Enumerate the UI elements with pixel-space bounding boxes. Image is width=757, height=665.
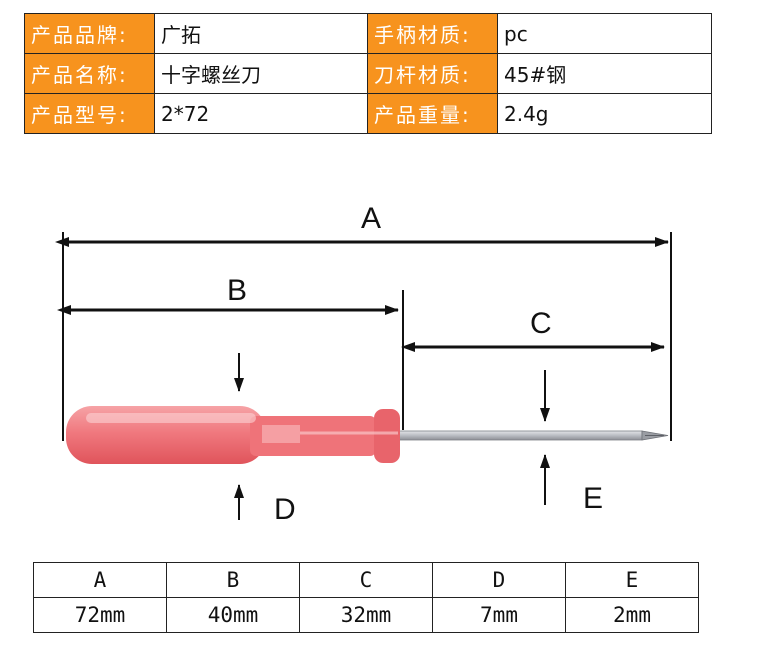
dimension-header-c: C [299, 562, 433, 598]
spec-value-handle-material: pc [497, 13, 712, 54]
dimension-header-e: E [565, 562, 699, 598]
spec-value-weight: 2.4g [497, 93, 712, 134]
dimension-label-e: E [583, 482, 603, 515]
screwdriver-handle [66, 406, 400, 464]
spec-row-name: 产品名称: 十字螺丝刀 刀杆材质: 45#钢 [24, 53, 712, 94]
spec-value-model: 2*72 [154, 93, 368, 134]
screwdriver-diagram: A B C D E [55, 202, 672, 526]
spec-label-shaft-material: 刀杆材质: [367, 53, 498, 94]
dimension-value-c: 32mm [299, 597, 433, 633]
spec-row-model: 产品型号: 2*72 产品重量: 2.4g [24, 93, 712, 134]
dimension-value-d: 7mm [432, 597, 566, 633]
dimension-value-b: 40mm [166, 597, 300, 633]
spec-label-model: 产品型号: [24, 93, 155, 134]
dimension-header-row: A B C D E [33, 562, 699, 598]
spec-value-name: 十字螺丝刀 [154, 53, 368, 94]
spec-label-weight: 产品重量: [367, 93, 498, 134]
dimension-label-a: A [361, 202, 381, 235]
spec-label-name: 产品名称: [24, 53, 155, 94]
spec-value-shaft-material: 45#钢 [497, 53, 712, 94]
dimension-value-row: 72mm 40mm 32mm 7mm 2mm [33, 597, 699, 633]
spec-table: 产品品牌: 广拓 手柄材质: pc 产品名称: 十字螺丝刀 刀杆材质: 45#钢… [24, 13, 712, 134]
spec-value-brand: 广拓 [154, 13, 368, 54]
dimension-label-c: C [530, 307, 552, 340]
spec-label-brand: 产品品牌: [24, 13, 155, 54]
dimension-value-a: 72mm [33, 597, 167, 633]
dimension-table: A B C D E 72mm 40mm 32mm 7mm 2mm [33, 562, 699, 633]
spec-row-brand: 产品品牌: 广拓 手柄材质: pc [24, 13, 712, 54]
dimension-label-d: D [274, 493, 296, 526]
dimension-header-d: D [432, 562, 566, 598]
screwdriver-shaft [397, 430, 643, 441]
dimension-value-e: 2mm [565, 597, 699, 633]
spec-label-handle-material: 手柄材质: [367, 13, 498, 54]
dimension-label-b: B [227, 274, 247, 307]
dimension-header-b: B [166, 562, 300, 598]
dimension-header-a: A [33, 562, 167, 598]
